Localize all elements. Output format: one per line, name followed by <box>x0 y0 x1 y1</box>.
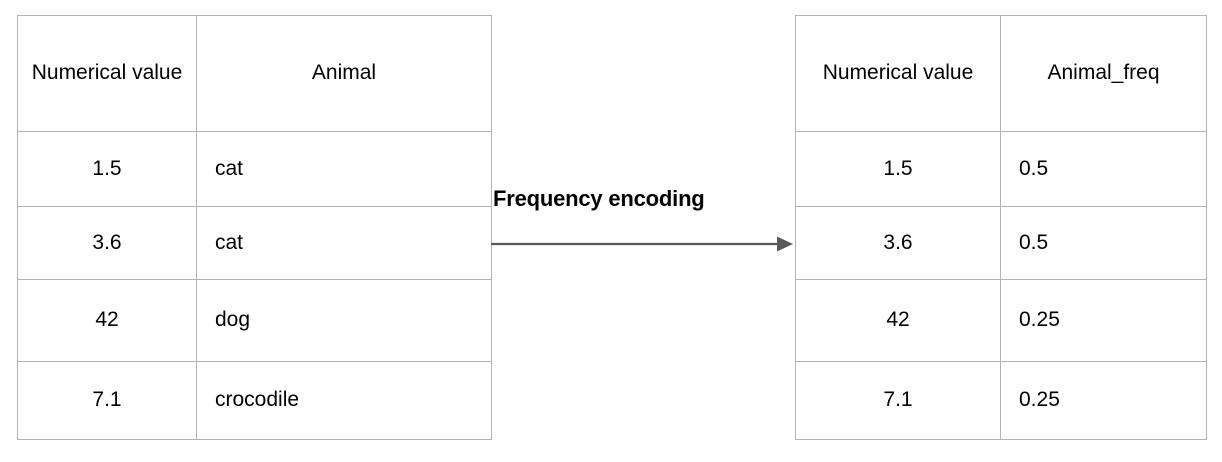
right-arrow-icon <box>491 236 793 252</box>
cell-animal: cat <box>196 131 492 207</box>
cell-animal-freq: 0.5 <box>1000 131 1207 207</box>
encoded-table: Numerical value Animal_freq 1.5 0.5 3.6 … <box>795 15 1207 440</box>
table-header-row: Numerical value Animal_freq <box>795 15 1207 132</box>
column-header-animal: Animal <box>196 15 492 132</box>
cell-animal-freq: 0.25 <box>1000 279 1207 362</box>
table-row: 1.5 cat <box>17 131 492 207</box>
column-header-animal-freq: Animal_freq <box>1000 15 1207 132</box>
cell-animal: dog <box>196 279 492 362</box>
cell-numerical-value: 42 <box>17 279 197 362</box>
table-row: 3.6 0.5 <box>795 206 1207 280</box>
cell-animal: cat <box>196 206 492 280</box>
cell-numerical-value: 3.6 <box>17 206 197 280</box>
cell-numerical-value: 1.5 <box>17 131 197 207</box>
table-row: 7.1 crocodile <box>17 361 492 440</box>
table-row: 7.1 0.25 <box>795 361 1207 440</box>
table-row: 42 dog <box>17 279 492 362</box>
cell-animal: crocodile <box>196 361 492 440</box>
table-row: 3.6 cat <box>17 206 492 280</box>
cell-animal-freq: 0.5 <box>1000 206 1207 280</box>
cell-numerical-value: 1.5 <box>795 131 1001 207</box>
table-row: 1.5 0.5 <box>795 131 1207 207</box>
table-row: 42 0.25 <box>795 279 1207 362</box>
cell-numerical-value: 7.1 <box>795 361 1001 440</box>
column-header-numerical-value: Numerical value <box>795 15 1001 132</box>
transform-arrow-group: Frequency encoding <box>489 186 799 266</box>
source-table: Numerical value Animal 1.5 cat 3.6 cat 4… <box>17 15 492 440</box>
transform-label: Frequency encoding <box>493 186 705 211</box>
cell-numerical-value: 42 <box>795 279 1001 362</box>
column-header-numerical-value: Numerical value <box>17 15 197 132</box>
cell-numerical-value: 7.1 <box>17 361 197 440</box>
cell-numerical-value: 3.6 <box>795 206 1001 280</box>
cell-animal-freq: 0.25 <box>1000 361 1207 440</box>
table-header-row: Numerical value Animal <box>17 15 492 132</box>
